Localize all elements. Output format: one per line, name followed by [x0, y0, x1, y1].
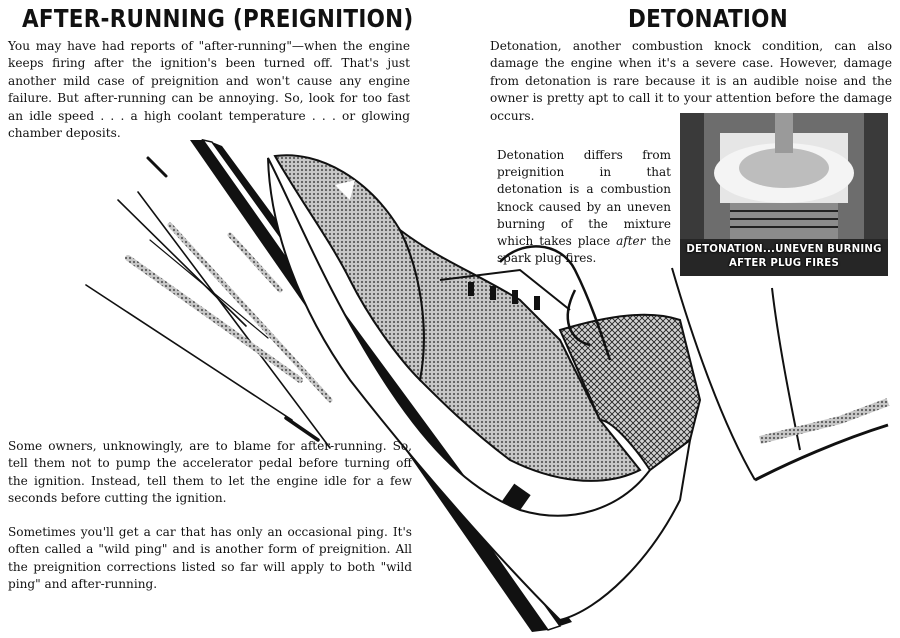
shoe: [267, 154, 702, 622]
photo-caption-line-2: AFTER PLUG FIRES: [728, 258, 839, 269]
detonation-photo: DETONATION...UNEVEN BURNING AFTER PLUG F…: [680, 113, 888, 276]
detonation-difference-emphasis: after: [616, 234, 646, 249]
trouser-leg: [671, 267, 890, 482]
owners-paragraph: Some owners, unknowingly, are to blame f…: [8, 439, 412, 506]
lace-eyelets: [468, 282, 540, 310]
heading-after-running: AFTER-RUNNING (PREIGNITION): [22, 4, 414, 33]
detonation-intro: Detonation, another combustion knock con…: [490, 39, 892, 123]
wild-ping-paragraph: Sometimes you'll get a car that has only…: [8, 525, 412, 592]
detonation-difference-text: Detonation differs from preignition in t…: [497, 148, 671, 249]
toe-highlight: [335, 180, 355, 200]
after-running-intro: You may have had reports of "after-runni…: [8, 39, 410, 141]
detonation-difference: Detonation differs from preignition in t…: [497, 147, 671, 267]
detonation-difference-end: the spark plug fires.: [497, 234, 672, 266]
heading-detonation: DETONATION: [628, 4, 788, 33]
engine-cylinder-image: [680, 113, 888, 276]
photo-caption-line-1: DETONATION...UNEVEN BURNING: [686, 244, 882, 255]
motion-lines: [85, 156, 333, 449]
